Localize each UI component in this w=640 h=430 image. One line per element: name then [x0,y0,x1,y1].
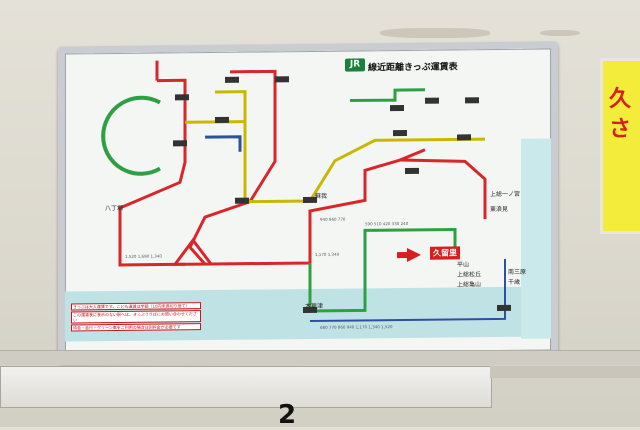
platform-number: 2 [278,400,297,430]
station-label: 蘇我 [315,192,328,200]
current-station-label: 久留里 [430,246,460,260]
station-label: 木更津 [305,302,324,311]
fluorescent-light-fixture [0,366,492,408]
station-label: 千歳 [508,278,521,286]
station-label: 上総一ノ宮 [490,190,521,199]
fare-box [303,306,317,314]
fare-box [173,140,187,147]
fare-box [465,97,479,104]
station-label: 東浪見 [490,205,509,214]
svg-text:940 860 770: 940 860 770 [320,217,346,222]
blue-line [205,135,242,152]
red-line-south [211,148,426,266]
svg-text:1,170 1,340: 1,170 1,340 [315,252,340,257]
station-label: 八丁堀 [105,204,124,213]
fare-box [393,129,407,137]
note-line: この運賃表に表示のない駅へは、きっぷうりばにお問い合わせください [71,310,201,324]
current-location-arrow-shaft [397,251,407,259]
blue-line-south [310,258,506,322]
fare-box [497,304,511,312]
yellow-line [215,90,485,204]
note-line: 特急・急行・グリーン車をご利用の場合は別料金が必要です [71,323,201,332]
route-map: 1,520 1,690 1,340 1,170 1,340 940 860 77… [101,60,511,330]
fare-box [215,116,229,123]
fare-box [390,104,404,112]
yellow-sign-text: 久さ [609,87,632,142]
station-label: 南三原 [508,268,527,276]
wall-stain [380,28,490,38]
fare-box [175,94,189,101]
wall-ledge [0,350,640,365]
red-line-triangle [172,237,214,266]
notes-box: きっぷは大人運賃です。こども運賃は半額（10円未満切り捨て） この運賃表に表示の… [71,302,201,333]
wall-stain [540,30,580,36]
red-line-center [188,69,277,266]
fare-box [425,97,439,104]
green-northeast-line [350,88,425,103]
red-line-east [399,158,487,220]
svg-text:1,520 1,690 1,340: 1,520 1,690 1,340 [125,254,162,259]
fare-box [235,197,249,204]
fare-box [275,76,289,83]
yellow-side-sign: 久さ [600,58,640,234]
svg-text:680 770 860 940 1,170 1,340 1,: 680 770 860 940 1,170 1,340 1,520 [320,324,393,330]
fare-chart-board: JR 線近距離きっぷ運賃表 [65,48,551,355]
station-label: 平山 [457,261,470,269]
station-label: 上総松丘 [457,271,482,279]
fare-box [303,196,317,204]
light-rail [490,366,640,378]
red-line-north [118,78,187,267]
svg-text:590 510 420 330 240: 590 510 420 330 240 [365,221,409,226]
green-loop-line [101,95,161,176]
current-location-arrow-head [407,247,421,262]
note-line: きっぷは大人運賃です。こども運賃は半額（10円未満切り捨て） [71,302,201,311]
green-kururi-line [308,227,457,313]
fare-box [405,167,419,174]
fare-box [457,134,471,141]
fare-chart-frame: JR 線近距離きっぷ運賃表 [58,41,558,363]
station-label: 上総亀山 [457,281,482,289]
fare-box [225,76,239,83]
